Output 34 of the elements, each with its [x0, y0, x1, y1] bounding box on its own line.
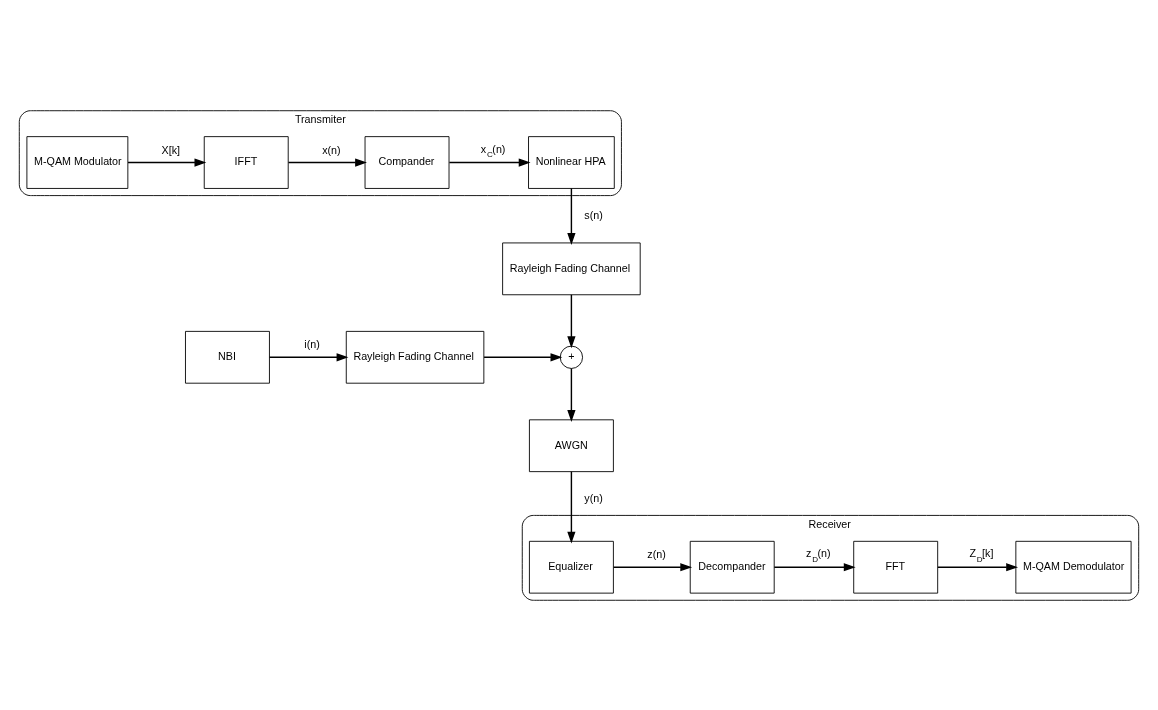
edge-label: Z$_{D}$[k]	[969, 546, 994, 564]
arrow	[287, 157, 367, 167]
arrow	[937, 562, 1018, 571]
arrow	[567, 187, 576, 245]
node-box: Rayleigh Fading Channel	[345, 330, 485, 384]
arrow	[612, 562, 693, 571]
arrow	[268, 352, 349, 361]
arrow	[567, 367, 576, 422]
edge-label: z(n)	[647, 547, 666, 560]
node-box: Decompander	[689, 540, 775, 594]
arrow	[567, 470, 576, 543]
arrow	[483, 352, 563, 361]
node-box: NBI	[185, 330, 270, 384]
edge-label: s(n)	[584, 208, 603, 221]
arrow	[448, 157, 531, 167]
edge-label: X[k]	[161, 143, 181, 156]
node-circle: +	[559, 345, 583, 369]
node-box: M-QAM Demodulator	[1015, 540, 1132, 594]
edge-label: y(n)	[584, 491, 603, 504]
arrow	[773, 562, 856, 571]
node-box: IFFT	[203, 135, 289, 189]
edge-label: x$_{C}$(n)	[480, 142, 506, 159]
node-box: Nonlinear HPA	[528, 135, 615, 189]
node-box: M-QAM Modulator	[26, 135, 129, 189]
edge-label: x(n)	[322, 143, 341, 156]
node-box: Equalizer	[528, 540, 614, 594]
arrow	[567, 293, 576, 348]
node-box: Compander	[364, 135, 450, 189]
edge-label: z$_{D}$(n)	[805, 546, 831, 564]
arrow	[127, 157, 207, 167]
node-box: Rayleigh Fading Channel	[502, 242, 641, 295]
node-box: AWGN	[528, 418, 614, 472]
edge-label: i(n)	[304, 337, 320, 350]
node-box: FFT	[853, 540, 939, 594]
